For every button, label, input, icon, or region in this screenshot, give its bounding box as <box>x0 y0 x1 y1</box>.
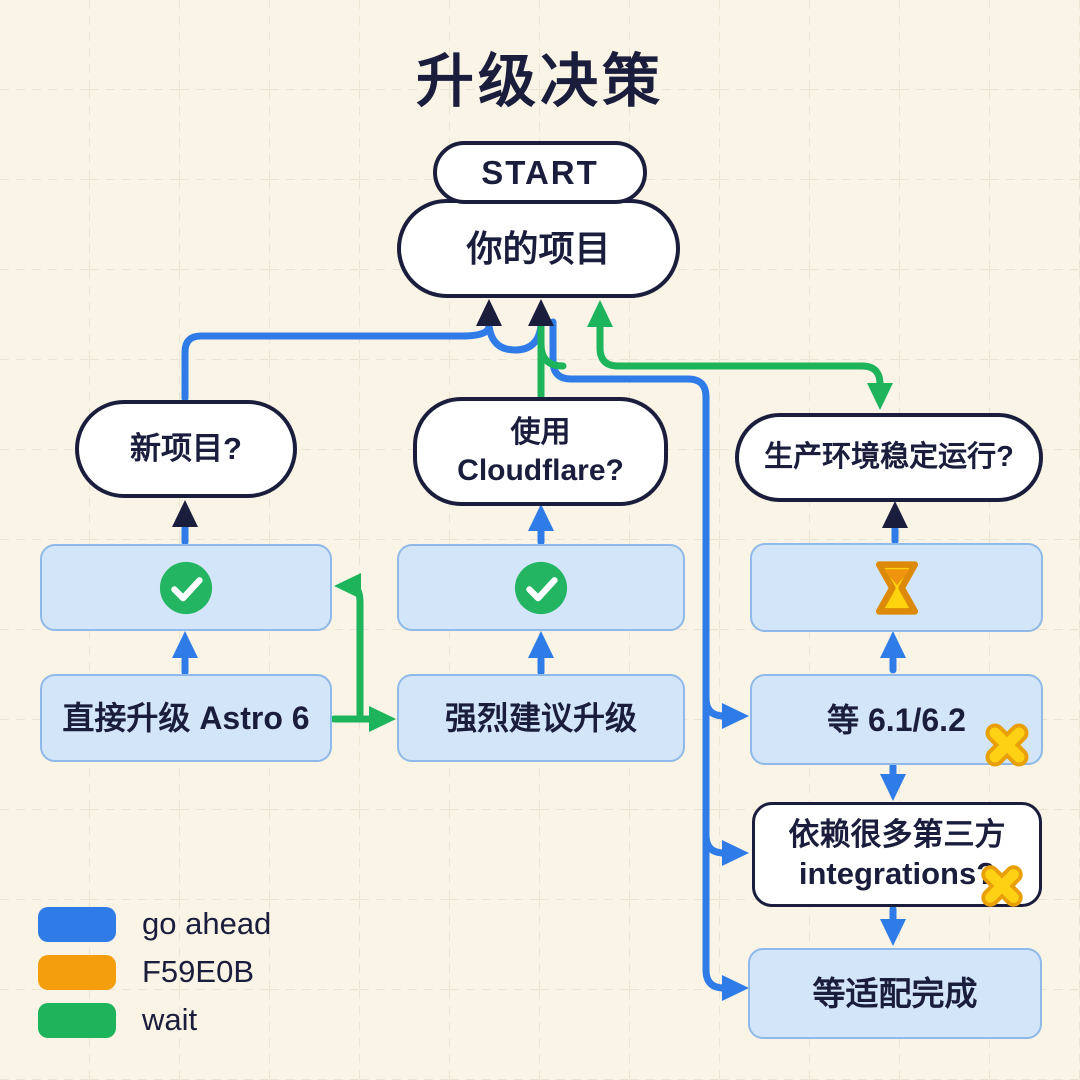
edge-project-to-right-column <box>549 318 731 992</box>
node-wait-adaptation: 等适配完成 <box>748 948 1042 1039</box>
yellow-cross-icon <box>976 860 1028 912</box>
arrowhead-green-up <box>587 300 613 327</box>
edge-green-branch <box>537 340 567 370</box>
box-status-cloudflare <box>397 544 685 631</box>
arrowhead-blue-right <box>722 840 749 866</box>
node-project: 你的项目 <box>397 199 680 298</box>
node-question-cloudflare: 使用 Cloudflare? <box>413 397 668 506</box>
hourglass-icon <box>875 560 918 615</box>
edge-project-to-qprod <box>596 323 884 388</box>
arrowhead-blue-down <box>880 919 906 946</box>
arrowhead-green-down <box>867 383 893 410</box>
arrowhead-blue-up <box>172 631 198 658</box>
arrowhead-blue-down <box>880 774 906 801</box>
check-circle-icon <box>514 561 568 614</box>
legend-swatch-green <box>38 1002 116 1038</box>
box-status-new-project <box>40 544 332 631</box>
arrowheads <box>172 299 908 1001</box>
arrowhead-blue-up <box>528 504 554 531</box>
legend-swatch-orange <box>38 954 116 990</box>
node-start: START <box>433 141 647 204</box>
arrowhead-dark-up <box>882 501 908 528</box>
arrowhead-green-left <box>334 573 361 599</box>
arrowhead-blue-right <box>722 703 749 729</box>
node-question-production-stable: 生产环境稳定运行? <box>735 413 1043 502</box>
node-direct-upgrade: 直接升级 Astro 6 <box>40 674 332 762</box>
arrowhead-blue-up <box>528 631 554 658</box>
arrowhead-blue-right <box>722 975 749 1001</box>
legend-item-amber: F59E0B <box>38 954 271 990</box>
legend: go ahead F59E0B wait <box>38 906 271 1050</box>
legend-label: F59E0B <box>142 954 255 989</box>
box-status-production <box>750 543 1043 632</box>
edge-qnew-to-project <box>181 322 493 402</box>
arrowhead-dark-up <box>528 299 554 326</box>
page-title: 升级决策 <box>415 49 664 114</box>
legend-item-wait: wait <box>38 1002 271 1038</box>
legend-swatch-blue <box>38 906 116 942</box>
legend-label: go ahead <box>142 906 272 941</box>
arrowhead-green-right <box>369 706 396 732</box>
legend-label: wait <box>142 1002 198 1037</box>
node-question-new-project: 新项目? <box>75 400 297 498</box>
node-strongly-recommend: 强烈建议升级 <box>397 674 685 762</box>
check-circle-icon <box>159 561 213 614</box>
arrowhead-dark-up <box>172 500 198 527</box>
yellow-cross-icon <box>980 718 1034 772</box>
edge-sag-under-project <box>485 322 545 354</box>
arrowhead-dark-up <box>476 299 502 326</box>
edge-blue-lines <box>181 318 899 992</box>
legend-item-go-ahead: go ahead <box>38 906 271 942</box>
arrowhead-blue-up <box>880 631 906 658</box>
